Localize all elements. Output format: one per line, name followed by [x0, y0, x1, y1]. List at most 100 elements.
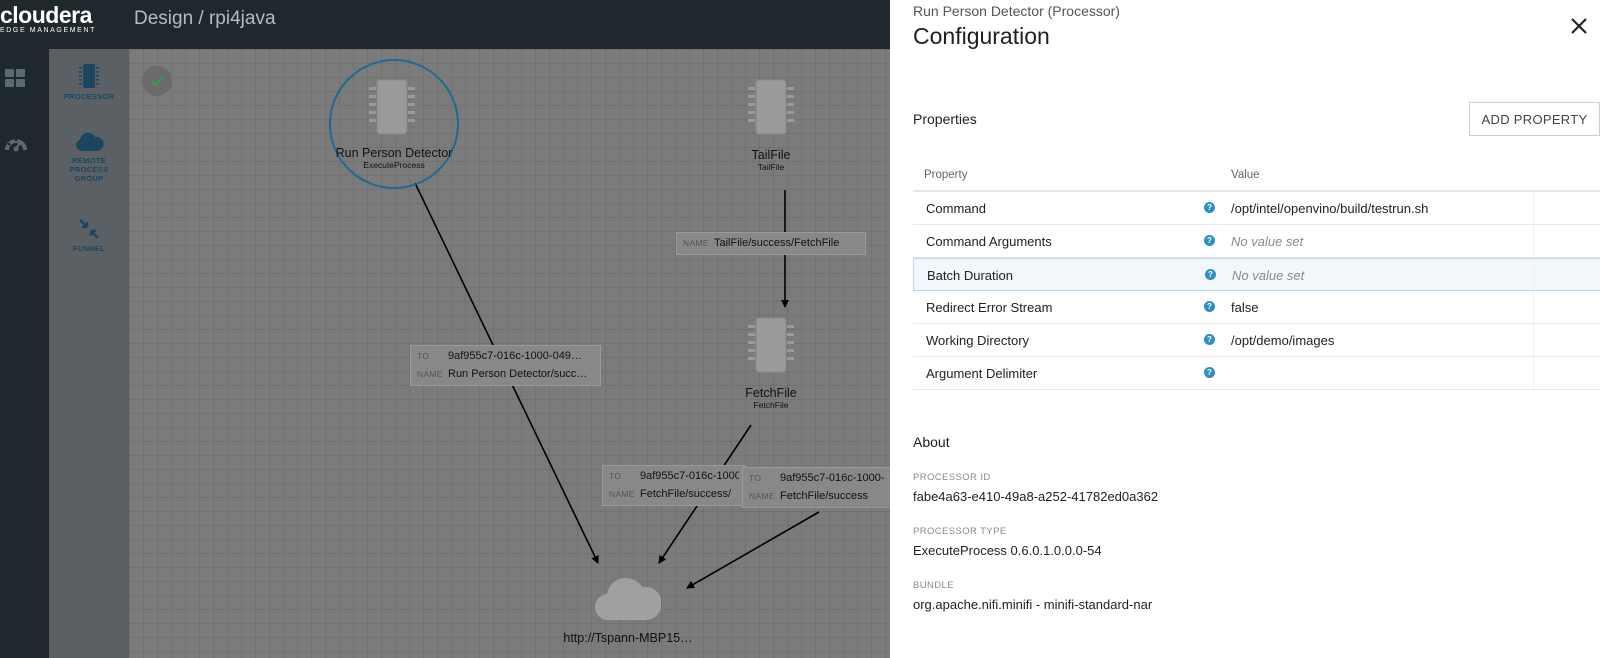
processor-type: TailFile: [757, 162, 785, 172]
property-row-batch-duration[interactable]: Batch Duration ? No value set: [913, 258, 1600, 291]
palette-funnel-label: FUNNEL: [72, 244, 106, 253]
property-value: /opt/intel/openvino/build/testrun.sh: [1231, 201, 1429, 216]
connection-label-run-person-detector[interactable]: TO 9af955c7-016c-1000-049… NAME Run Person…: [410, 345, 601, 386]
bundle-label: BUNDLE: [913, 580, 954, 591]
connection-label-fetchfile-1[interactable]: TO 9af955c7-016c-1000-049 NAME FetchFile/s…: [602, 465, 746, 506]
bundle-value: org.apache.nifi.minifi - minifi-standard…: [913, 597, 1153, 612]
property-row-argument-delimiter[interactable]: Argument Delimiter ?: [913, 357, 1600, 390]
column-header-value: Value: [1231, 169, 1260, 181]
property-row-command-arguments[interactable]: Command Arguments ? No value set: [913, 225, 1600, 258]
about-heading: About: [913, 434, 950, 450]
help-icon[interactable]: ?: [1205, 269, 1216, 280]
processor-name: Run Person Detector: [335, 146, 453, 160]
conn-to-value: 9af955c7-016c-1000-049…: [448, 350, 582, 362]
left-nav: [0, 0, 49, 658]
help-icon[interactable]: ?: [1204, 235, 1215, 246]
property-value: /opt/demo/images: [1231, 333, 1335, 348]
funnel-arrows-icon: [79, 219, 99, 239]
selection-ring: [329, 59, 459, 189]
processor-id-label: PROCESSOR ID: [913, 472, 991, 483]
panel-title: Configuration: [913, 23, 1050, 49]
column-header-property: Property: [924, 169, 968, 181]
processor-type-label: PROCESSOR TYPE: [913, 526, 1007, 537]
conn-to-value: 9af955c7-016c-1000-: [780, 472, 885, 484]
property-name: Working Directory: [926, 333, 1030, 348]
column-divider: [1534, 259, 1535, 291]
column-divider: [1533, 324, 1534, 356]
processor-run-person-detector[interactable]: Run Person Detector ExecuteProcess: [319, 146, 469, 170]
properties-table: Property Value Command ? /opt/intel/open…: [913, 159, 1600, 390]
processor-id-value: fabe4a63-e410-49a8-a252-41782ed0a362: [913, 489, 1159, 504]
processor-tailfile[interactable]: TailFile TailFile: [711, 148, 831, 172]
configuration-panel: Run Person Detector (Processor) Configur…: [890, 0, 1600, 658]
speedometer-icon[interactable]: [3, 132, 29, 158]
cloud-icon: [594, 577, 662, 621]
property-name: Argument Delimiter: [926, 366, 1038, 381]
close-icon[interactable]: [1570, 17, 1588, 35]
brand-subtitle: EDGE MANAGEMENT: [0, 27, 96, 34]
property-row-command[interactable]: Command ? /opt/intel/openvino/build/test…: [913, 192, 1600, 225]
conn-name-value: FetchFile/success/: [640, 488, 732, 500]
connection-label-tailfile[interactable]: NAME TailFile/success/FetchFile: [676, 232, 866, 255]
connection-label-fetchfile-2[interactable]: TO 9af955c7-016c-1000- NAME FetchFile/succ…: [742, 467, 890, 508]
panel-subtitle: Run Person Detector (Processor): [913, 3, 1120, 19]
conn-name-key: NAME: [609, 489, 635, 499]
conn-to-key: TO: [749, 473, 762, 483]
page-title: Design / rpi4java: [134, 8, 276, 29]
processor-name: FetchFile: [745, 386, 797, 400]
property-name: Batch Duration: [927, 268, 1013, 283]
properties-heading: Properties: [913, 111, 977, 127]
conn-to-key: TO: [417, 351, 430, 361]
property-name: Redirect Error Stream: [926, 300, 1053, 315]
property-value: false: [1231, 300, 1259, 315]
conn-name-key: NAME: [749, 491, 775, 501]
add-property-button[interactable]: ADD PROPERTY: [1469, 102, 1600, 136]
property-value: No value set: [1232, 268, 1305, 283]
remote-group-url: http://Tspann-MBP15…: [563, 631, 693, 645]
palette-processor-label: PROCESSOR: [63, 92, 115, 101]
processor-type: ExecuteProcess: [363, 160, 425, 170]
palette-funnel[interactable]: FUNNEL: [49, 217, 129, 253]
palette-processor[interactable]: PROCESSOR: [49, 63, 129, 101]
processor-name: TailFile: [751, 148, 791, 162]
conn-name-value: Run Person Detector/succ…: [448, 368, 588, 380]
conn-to-key: TO: [609, 471, 622, 481]
brand-logo[interactable]: cloudera EDGE MANAGEMENT: [0, 2, 96, 34]
processor-type: FetchFile: [753, 400, 789, 410]
help-icon[interactable]: ?: [1204, 367, 1215, 378]
palette-remote-process-group[interactable]: REMOTE PROCESS GROUP: [49, 131, 129, 183]
processor-run-person-detector-icon[interactable]: [367, 79, 417, 140]
processor-fetchfile[interactable]: FetchFile FetchFile: [711, 386, 831, 410]
top-bar: cloudera EDGE MANAGEMENT Design / rpi4ja…: [0, 0, 890, 49]
flow-canvas[interactable]: Run Person Detector ExecuteProcess TailF…: [129, 49, 890, 658]
column-divider: [1533, 192, 1534, 224]
validation-status-icon[interactable]: [142, 66, 172, 96]
cloud-icon: [76, 132, 104, 151]
processor-type-value: ExecuteProcess 0.6.0.1.0.0.0-54: [913, 543, 1102, 558]
help-icon[interactable]: ?: [1204, 301, 1215, 312]
remote-process-group[interactable]: http://Tspann-MBP15…: [549, 572, 707, 645]
conn-name-value: FetchFile/success: [780, 490, 869, 502]
column-divider: [1533, 225, 1534, 257]
conn-name-key: NAME: [417, 369, 443, 379]
conn-to-value: 9af955c7-016c-1000-049: [640, 470, 739, 482]
chip-icon: [79, 64, 99, 88]
processor-tailfile-icon[interactable]: [746, 79, 796, 140]
help-icon[interactable]: ?: [1204, 202, 1215, 213]
conn-name-value: TailFile/success/FetchFile: [714, 237, 840, 249]
property-name: Command: [926, 201, 986, 216]
brand-name: cloudera: [0, 2, 92, 28]
dashboard-grid-icon[interactable]: [3, 66, 29, 92]
property-row-redirect-error-stream[interactable]: Redirect Error Stream ? false: [913, 291, 1600, 324]
property-name: Command Arguments: [926, 234, 1052, 249]
palette-remote-group-label: REMOTE PROCESS GROUP: [69, 156, 109, 183]
column-divider: [1533, 357, 1534, 389]
column-divider: [1533, 291, 1534, 323]
help-icon[interactable]: ?: [1204, 334, 1215, 345]
processor-fetchfile-icon[interactable]: [746, 317, 796, 378]
table-header: Property Value: [913, 159, 1600, 192]
property-value: No value set: [1231, 234, 1304, 249]
component-palette: PROCESSOR REMOTE PROCESS GROUP FUNNEL: [49, 49, 129, 658]
conn-name-key: NAME: [683, 238, 709, 248]
property-row-working-directory[interactable]: Working Directory ? /opt/demo/images: [913, 324, 1600, 357]
